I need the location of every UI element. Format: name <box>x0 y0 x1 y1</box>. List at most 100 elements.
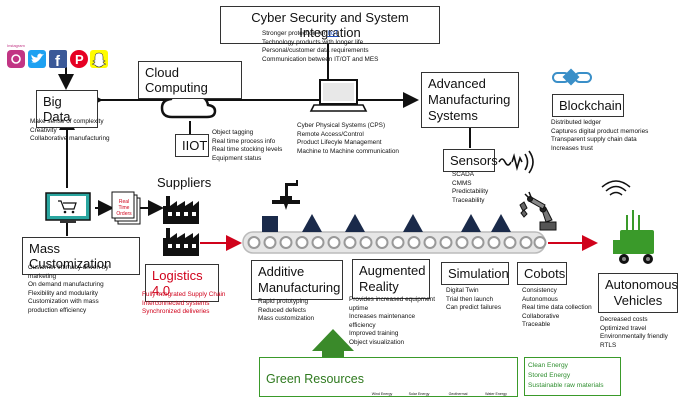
sensor-signal-icon <box>498 150 534 174</box>
robot-arm-icon <box>519 191 557 231</box>
blockchain-list: Distributed ledger Captures digital prod… <box>551 119 648 153</box>
cyber-item: Personal/customer data requirements <box>262 47 369 55</box>
logistics-title: Logistics 4.0 <box>145 264 219 302</box>
advanced-title-line: Systems <box>428 108 478 123</box>
mass-item: Customization with mass <box>28 298 99 306</box>
ar-item: uptime <box>349 304 369 312</box>
cps-list: Cyber Physical Systems (CPS) Remote Acce… <box>297 122 399 156</box>
autonomous-vehicles-title: Autonomous Vehicles <box>598 273 678 313</box>
orders-line: Real Time <box>118 199 130 211</box>
cps-item: Product Lifecyle Management <box>297 139 382 147</box>
advanced-title-line: Manufacturing <box>428 92 511 107</box>
augmented-reality-title: Augmented Reality <box>352 259 430 299</box>
green-benefit-item: Stored Energy <box>528 372 571 379</box>
blockchain-item: Captures digital product memories <box>551 127 649 135</box>
cobots-list: Consistency Autonomous Real time data co… <box>522 287 592 330</box>
ar-item: Object visualization <box>349 338 405 346</box>
mass-item: marketing <box>28 272 57 280</box>
autonomous-vehicles-list: Decreased costs Optimized travel Environ… <box>600 316 668 350</box>
big-data-title: Big Data <box>36 90 98 128</box>
additive-manufacturing-title: Additive Manufacturing <box>251 260 343 300</box>
logistics-item: Interconnected systems <box>142 299 210 307</box>
green-resources-panel <box>259 357 518 397</box>
cyber-item: Technology products with longer life <box>262 38 364 46</box>
real-time-orders-label: Real Time Orders <box>114 199 134 217</box>
big-data-item: Collaborative manufacturing <box>30 135 110 143</box>
additive-item: Mass customization <box>258 315 315 323</box>
logistics-factory-icon <box>163 228 199 256</box>
blockchain-item: Transparent supply chain data <box>551 136 637 144</box>
vehicles-item: RTLS <box>600 341 617 349</box>
cobots-item: Autonomous <box>522 295 558 303</box>
orders-line: Orders <box>116 211 132 217</box>
laptop-icon <box>309 79 368 112</box>
cloud-computing-title: Cloud Computing <box>138 61 242 99</box>
simulation-item: Trial then launch <box>446 295 494 303</box>
cps-item: Remote Access/Control <box>297 130 364 138</box>
ar-title-line: Reality <box>359 279 399 294</box>
augmented-reality-list: Provides increased equipment uptime Incr… <box>349 296 435 348</box>
logistics-item: Fully integrated Supply Chain <box>142 291 226 298</box>
simulation-list: Digital Twin Trial then launch Can predi… <box>446 287 501 313</box>
sensors-title: Sensors <box>443 149 498 172</box>
simulation-item: Can predict failures <box>446 304 502 312</box>
geothermal-label: Geothermal <box>448 392 468 396</box>
big-data-item: Make sense of complexity <box>30 118 104 125</box>
chain-icon <box>552 68 592 86</box>
instagram-label: Instagram <box>7 43 25 48</box>
vehicles-item: Decreased costs <box>600 316 648 323</box>
mass-customization-list: Customer intimacy driven by marketing On… <box>28 264 109 316</box>
ar-item: Improved training <box>349 330 399 338</box>
simulation-title: Simulation <box>441 262 509 285</box>
iiot-title: IIOT <box>175 134 209 157</box>
cyber-item: Stronger protection for IIoT <box>262 30 378 39</box>
conveyor-products <box>262 214 511 232</box>
supplier-factory-icon <box>163 196 199 224</box>
ar-item: Increases maintenance <box>349 313 416 321</box>
iiot-link[interactable]: IIoT <box>327 30 339 37</box>
cps-item: Machine to Machine communication <box>297 147 399 155</box>
cobots-item: Traceable <box>522 321 551 329</box>
ar-item: efficiency <box>349 321 376 329</box>
blockchain-item: Distributed ledger <box>551 119 602 126</box>
cobots-title: Cobots <box>517 262 567 285</box>
instagram-icon <box>7 50 25 68</box>
solar-energy-label: Solar Energy <box>408 392 430 396</box>
blockchain-item: Increases trust <box>551 144 593 152</box>
mass-item: Customer intimacy driven by <box>28 264 109 271</box>
mass-item: On demand manufacturing <box>28 281 104 289</box>
additive-title-line: Manufacturing <box>258 280 341 295</box>
green-benefits-panel <box>524 357 621 396</box>
cobots-item: Consistency <box>522 287 557 294</box>
social-icons: f P <box>7 50 108 70</box>
mass-item: production efficiency <box>28 306 87 314</box>
wind-energy-label: Wind Energy <box>371 392 393 396</box>
mass-customization-title: Mass Customization <box>22 237 140 275</box>
simulation-item: Digital Twin <box>446 287 479 294</box>
green-resources-title: Green Resources <box>266 372 364 386</box>
mass-item: Flexibility and modularity <box>28 289 98 297</box>
autonomous-vehicle-icon <box>601 180 654 264</box>
sensors-item: SCADA <box>452 171 475 178</box>
blockchain-title: Blockchain <box>552 94 624 117</box>
green-benefits-list: Clean Energy Stored Energy Sustainable r… <box>528 361 604 391</box>
green-up-arrow <box>312 329 354 357</box>
cps-item: Cyber Physical Systems (CPS) <box>297 122 386 129</box>
sensors-item: CMMS <box>452 179 472 187</box>
water-energy-label: Water Energy <box>485 392 507 396</box>
additive-item: Reduced defects <box>258 306 306 314</box>
pinterest-icon <box>70 50 88 68</box>
3d-printer-icon <box>272 180 300 210</box>
ar-title-line: Augmented <box>359 263 426 278</box>
additive-item: Rapid prototyping <box>258 298 309 305</box>
logistics-item: Synchronized deliveries <box>142 308 210 316</box>
cyber-item: Communication between IT/OT and MES <box>262 55 379 63</box>
orders-document-icon <box>111 191 141 225</box>
cyber-item-text: Stronger protection for <box>262 30 328 37</box>
vehicles-title-line: Vehicles <box>613 293 663 308</box>
logistics-list: Fully integrated Supply Chain Interconne… <box>142 291 225 317</box>
svg-text:P: P <box>75 52 84 67</box>
cyber-security-title: Cyber Security and System Integration <box>220 6 440 44</box>
sensors-list: SCADA CMMS Predictability Traceability <box>452 171 488 205</box>
cyber-security-list: Stronger protection for IIoT Technology … <box>262 30 378 64</box>
